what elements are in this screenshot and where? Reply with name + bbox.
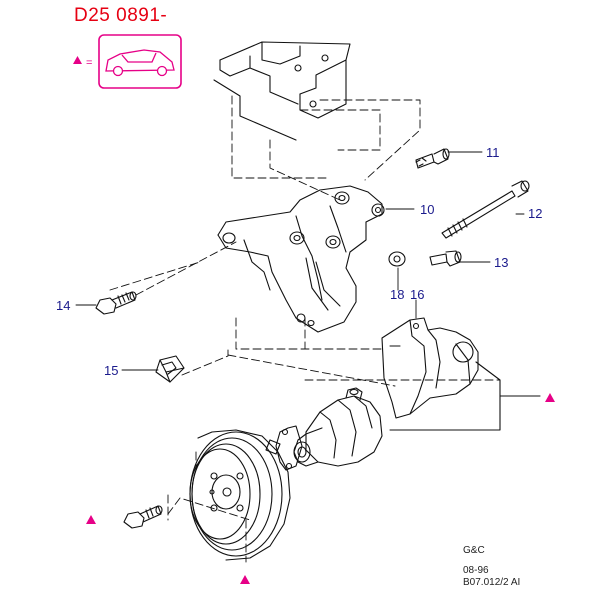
magenta-triangle-icon (86, 515, 96, 524)
callout-18: 18 (390, 287, 404, 302)
hatchback-car-icon (105, 49, 175, 77)
bolt-11 (415, 148, 450, 169)
footer-maker: G&C (463, 545, 485, 556)
magenta-triangle-icon (545, 393, 555, 402)
assembly-leader-lines (109, 95, 501, 563)
long-bolt-12 (441, 180, 530, 239)
pulley-bolt (123, 505, 163, 529)
callout-13: 13 (494, 255, 508, 270)
pump-bracket-16 (381, 317, 479, 419)
washer-18 (388, 251, 406, 267)
group-bracket-lines (389, 361, 541, 431)
nut-15 (155, 355, 185, 383)
callout-14: 14 (56, 298, 70, 313)
bolt-13 (429, 250, 462, 267)
callout-16: 16 (410, 287, 424, 302)
legend: = (73, 34, 182, 89)
pulley (189, 429, 291, 561)
model-code-label: D25 0891- (74, 5, 168, 26)
footer-reference: B07.012/2 AI (463, 577, 521, 588)
callout-11: 11 (486, 145, 500, 160)
pump-mounting-bracket (217, 185, 385, 333)
engine-block-fragment (213, 41, 351, 141)
callout-15: 15 (104, 363, 118, 378)
magenta-triangle-icon (73, 56, 82, 64)
legend-equals: = (86, 57, 92, 69)
footer-date: 08-96 (463, 565, 489, 576)
magenta-triangle-icon (240, 575, 250, 584)
power-steering-pump (265, 387, 383, 471)
legend-markers (86, 393, 555, 584)
callout-10: 10 (420, 202, 434, 217)
vehicle-box (98, 34, 182, 89)
callout-12: 12 (528, 206, 542, 221)
callout-leaders (75, 151, 525, 371)
bolt-14 (95, 291, 137, 315)
